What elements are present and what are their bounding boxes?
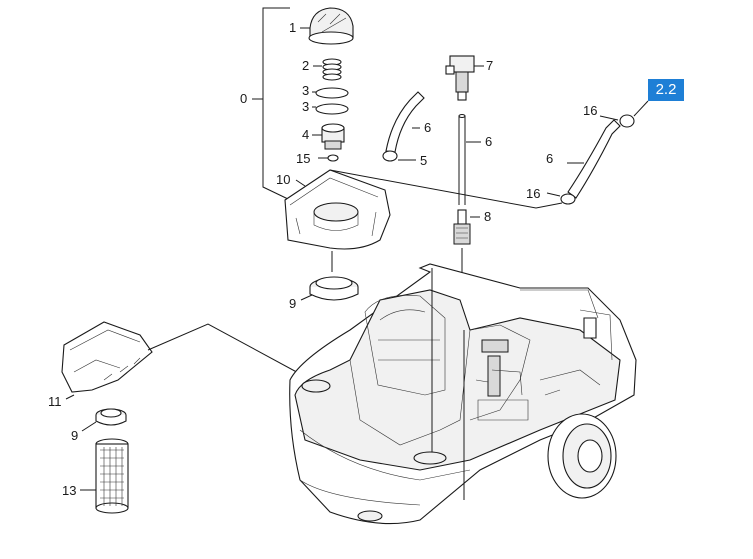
part-6-hose-upper	[385, 91, 425, 153]
part-9-ring-lower	[95, 408, 127, 426]
callout-2: 2	[302, 58, 310, 73]
callout-8: 8	[484, 209, 492, 224]
part-15-seal	[327, 154, 339, 162]
callout-11: 11	[48, 394, 62, 409]
part-6-hose-right	[567, 119, 621, 199]
part-16-clamp-lower	[560, 193, 576, 205]
leader-2-2	[633, 100, 649, 117]
base-unit	[289, 263, 637, 525]
callout-16: 16	[583, 103, 598, 118]
callout-13: 13	[62, 483, 77, 498]
part-6-vertical-tube	[458, 113, 466, 205]
callout-9: 9	[289, 296, 297, 311]
part-2-spring	[322, 58, 342, 81]
callout-1: 1	[289, 20, 297, 35]
part-3-o-ring-bottom	[315, 103, 349, 115]
callout-9: 9	[71, 428, 79, 443]
part-16-clamp-upper	[619, 114, 635, 128]
part-3-o-ring-top	[315, 87, 349, 99]
callout-5: 5	[420, 153, 428, 168]
callout-10: 10	[276, 172, 291, 187]
callout-15: 15	[296, 151, 311, 166]
part-7-valve	[445, 55, 475, 101]
part-8-nozzle	[453, 209, 471, 245]
callout-4: 4	[302, 127, 310, 142]
callout-6: 6	[424, 120, 432, 135]
part-13-filter	[95, 438, 129, 514]
part-10-tank-housing	[284, 169, 391, 250]
base-wheel	[547, 413, 617, 499]
part-4-valve-insert	[321, 123, 345, 150]
part-1-cap	[308, 7, 354, 45]
callout-6: 6	[546, 151, 554, 166]
callout-0: 0	[240, 91, 248, 106]
highlight-callout-2-2[interactable]: 2.2	[648, 79, 684, 101]
part-9-ring-upper	[309, 276, 359, 301]
callout-7: 7	[486, 58, 494, 73]
leader-cover-to-base	[147, 323, 305, 377]
callout-16: 16	[526, 186, 541, 201]
part-11-cover	[61, 321, 153, 393]
callout-6: 6	[485, 134, 493, 149]
part-5-clamp	[382, 150, 398, 162]
group-0-bracket	[262, 7, 290, 200]
leader-housing-to-hose	[329, 169, 563, 209]
callout-3: 3	[302, 83, 310, 98]
callout-3: 3	[302, 99, 310, 114]
